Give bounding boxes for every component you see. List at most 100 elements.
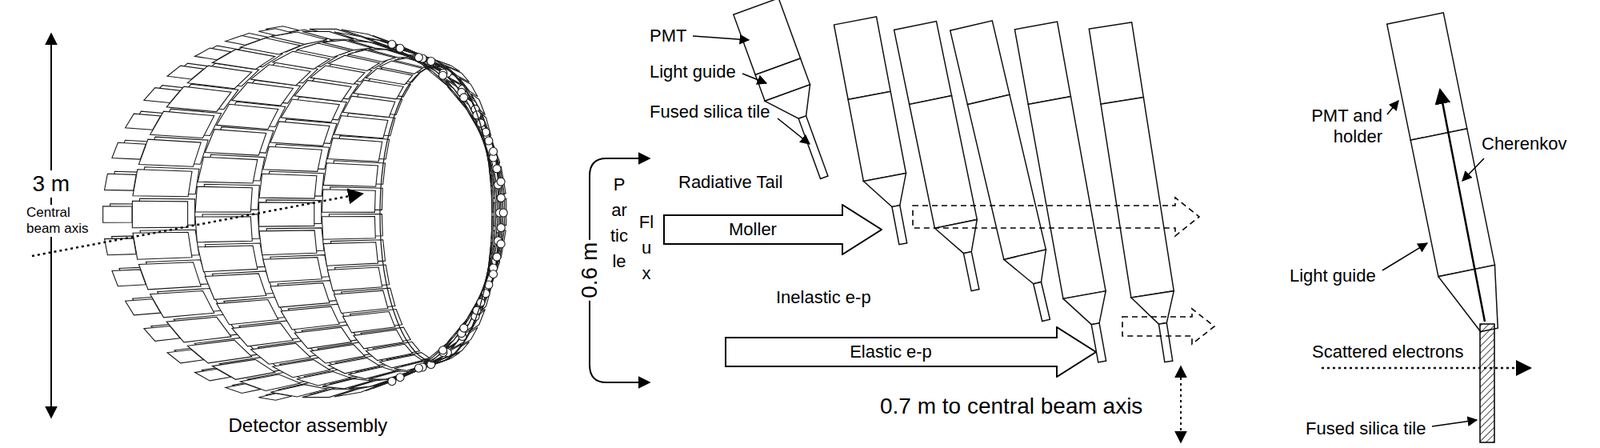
light-guide-body [1028, 96, 1106, 300]
pmt-end [388, 377, 396, 386]
module-block [270, 283, 330, 308]
module-block [132, 169, 192, 197]
dashed-flux-arrow [1122, 308, 1215, 344]
detector-modules [733, 0, 1508, 367]
arrow-label: Elastic e-p [849, 341, 932, 362]
module-block [197, 156, 257, 184]
leader-line [777, 118, 810, 144]
module-block [334, 32, 381, 44]
pmt-body [833, 16, 891, 100]
module-block [294, 327, 352, 349]
module-block [125, 113, 161, 130]
detector-ring [103, 26, 508, 401]
module-block [447, 86, 468, 112]
module-block [321, 189, 376, 213]
module-block [263, 257, 323, 283]
leader-line [1387, 100, 1399, 115]
cherenkov-ray [1440, 89, 1485, 322]
pmt-end [496, 224, 505, 232]
module-block [204, 129, 267, 156]
module-block [258, 393, 292, 401]
module-block [195, 48, 232, 60]
module-block [139, 139, 202, 167]
pmt-body [1088, 22, 1144, 104]
pmt-end [414, 364, 423, 372]
module-block [216, 300, 279, 325]
light-guide-cone [1063, 291, 1112, 329]
module-block [343, 96, 396, 117]
region-label: Inelastic e-p [776, 287, 872, 308]
detector-module [1088, 22, 1184, 366]
module-block [150, 291, 215, 318]
fused-silica-tile [963, 252, 979, 292]
dimension-label: 0.6 m [576, 240, 604, 301]
module-block [327, 138, 382, 162]
module-block [251, 64, 312, 86]
flux-label: Particle [610, 172, 628, 275]
light-guide-cone [764, 84, 820, 128]
module-block [112, 142, 146, 160]
beam-label: Scattered electrons [1312, 341, 1464, 363]
pmt-end [496, 177, 505, 186]
fused-silica-tile [1158, 323, 1172, 363]
pmt-end [396, 44, 404, 52]
pmt-end [489, 270, 498, 279]
dimension-label: 0.7 m to central beam axis [880, 392, 1143, 420]
module-block [343, 312, 396, 333]
part-label: Fused silica tile [649, 101, 770, 123]
module-block [334, 290, 388, 313]
module-block [195, 216, 252, 243]
module-block [270, 121, 330, 147]
module-block [310, 344, 365, 364]
module-block [294, 80, 352, 102]
module-block [132, 232, 192, 260]
flux-arrow: Elastic e-p [724, 326, 1097, 378]
dashed-flux-arrow [912, 197, 1200, 236]
leader-line [1462, 158, 1484, 181]
leader-line [692, 36, 749, 40]
light-guide-cone [1131, 291, 1179, 328]
module-block [204, 273, 267, 300]
pmt-end [496, 193, 505, 202]
dimension-label: 3 m [30, 170, 73, 198]
module-block [225, 384, 261, 394]
module-block [132, 200, 188, 228]
region-label: Radiative Tail [678, 172, 783, 193]
module-block [167, 65, 204, 80]
arrow-shape [725, 327, 1096, 377]
module-block [139, 262, 202, 290]
pmt-end [496, 240, 505, 248]
module-block [144, 326, 180, 342]
detector-module [1387, 12, 1508, 338]
module-block [197, 245, 257, 272]
module-block [280, 99, 340, 123]
fused-silica-tile [798, 116, 828, 180]
module-block-side [471, 101, 487, 127]
part-label: Fused silica tile [1305, 418, 1426, 440]
leader-line [1382, 243, 1428, 271]
light-guide-cone [1004, 249, 1053, 289]
module-block [112, 269, 146, 287]
pmt-body [950, 20, 1010, 105]
module-block [232, 82, 294, 106]
pmt-end [388, 40, 396, 48]
panel-caption: Detector assembly [228, 414, 388, 438]
module-block [353, 329, 404, 349]
electron-path [1321, 367, 1531, 370]
pmt-body [894, 21, 952, 105]
module-block [104, 173, 137, 191]
pmt-end [427, 57, 436, 66]
pmt-body [1014, 21, 1071, 104]
module-block [259, 173, 317, 199]
module-block [259, 230, 317, 256]
module-block [323, 163, 378, 187]
dimension-arrow [1180, 366, 1182, 443]
module-block [103, 206, 132, 223]
module-block [125, 299, 161, 316]
module-block [251, 343, 312, 364]
part-label: Light guide [649, 61, 736, 83]
module-block [280, 306, 340, 330]
fused-silica-tile [892, 205, 908, 245]
module-block [195, 368, 232, 381]
module-block [321, 216, 376, 240]
